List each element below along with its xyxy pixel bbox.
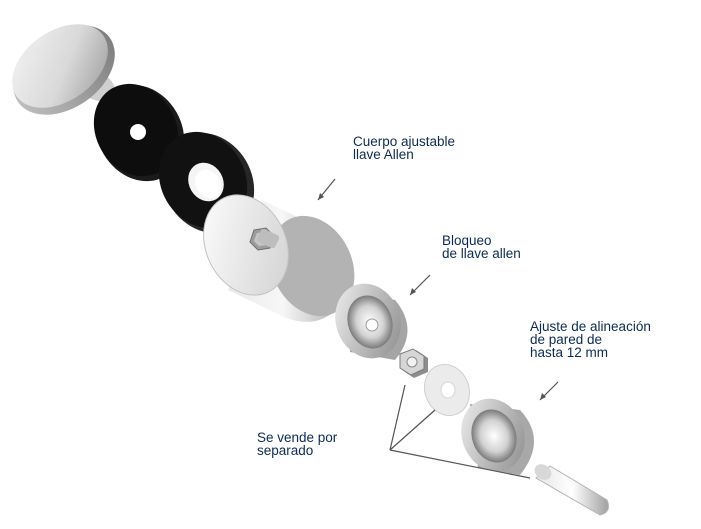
label-allen-lock-line1: Bloqueo [442,233,492,248]
label-sold-separately: Se vende por separado [257,430,338,458]
label-adjustable-body: Cuerpo ajustable llave Allen [353,134,456,162]
label-allen-lock: Bloqueo de llave allen [442,233,521,261]
bracket-line-washer [389,409,436,451]
label-allen-lock-line2: de llave allen [442,246,521,261]
label-sold-separately-line2: separado [257,443,314,458]
cap-plate [12,24,116,115]
label-adjustable-body-line2: llave Allen [353,147,414,162]
arrow-body-head [318,193,324,200]
leader-arrows [317,178,559,479]
label-wall-alignment-line1: Ajuste de alineación [530,319,651,334]
label-wall-alignment: Ajuste de alineación de pared de hasta 1… [530,319,651,360]
arrow-ring-head [540,393,546,400]
label-wall-alignment-line3: hasta 12 mm [530,345,609,360]
label-adjustable-body-line1: Cuerpo ajustable [353,134,456,149]
label-wall-alignment-line2: de pared de [530,332,603,347]
rod-pin [534,464,609,516]
locking-cup [335,283,408,360]
adjustable-body [203,194,355,322]
light-washer [423,363,471,417]
label-sold-separately-line1: Se vende por [257,430,338,445]
bracket-line-nut [389,384,406,451]
hex-nut [399,348,428,378]
bracket-line-rod [389,449,531,479]
arrow-lock-head [410,288,416,295]
alignment-ring [461,398,534,475]
